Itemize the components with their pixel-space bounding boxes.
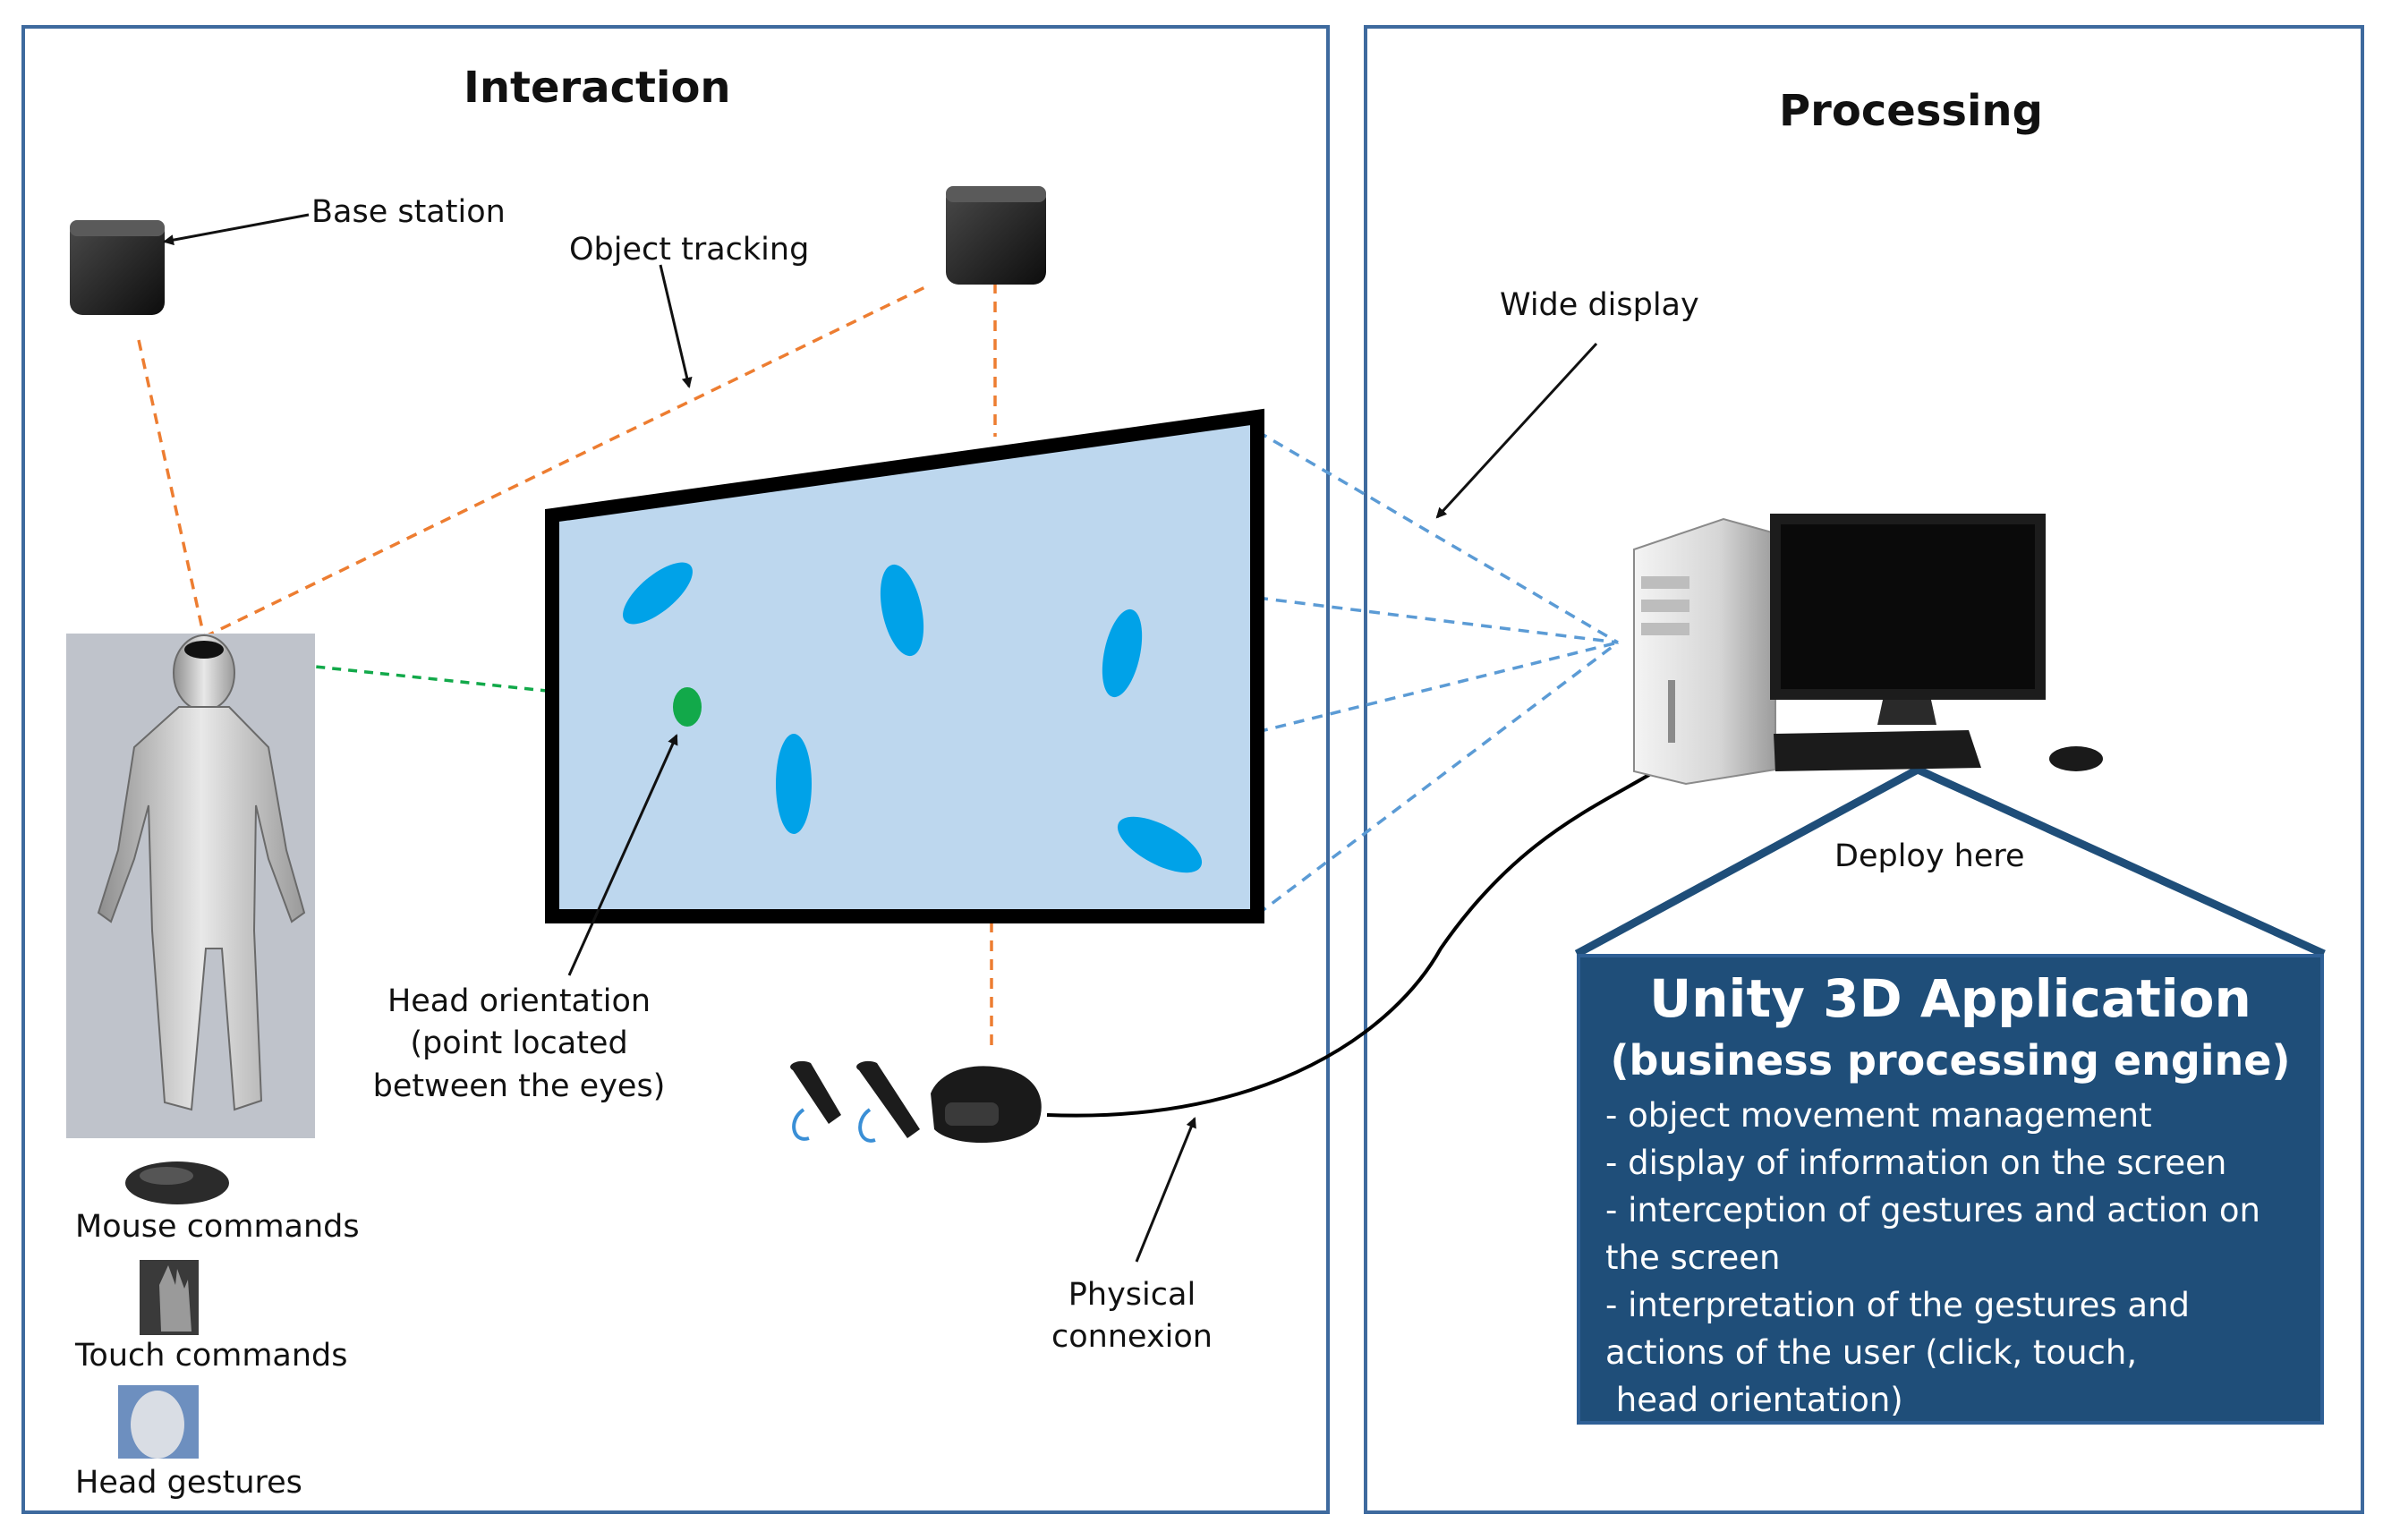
head-orientation-line-3: between the eyes)	[372, 1068, 666, 1104]
unity-feature-item: - object movement management	[1605, 1096, 2152, 1135]
wide-display-label: Wide display	[1500, 287, 1699, 323]
vr-headset-icon	[931, 1066, 1042, 1144]
unity-feature-item: actions of the user (click, touch,	[1605, 1333, 2138, 1372]
unity-subtitle: (business processing engine)	[1610, 1036, 2291, 1085]
physical-connexion-line-2: connexion	[1051, 1319, 1213, 1356]
desktop-computer-icon	[1633, 514, 2103, 786]
unity-application-box: Unity 3D Application (business processin…	[1577, 954, 2324, 1425]
hand-icon	[140, 1260, 199, 1335]
processing-panel	[1364, 25, 2364, 1514]
head-gestures-label: Head gestures	[75, 1465, 302, 1501]
screen-object-1	[623, 562, 693, 625]
head-orientation-label: Head orientation (point located between …	[340, 981, 698, 1108]
mouse-commands-label: Mouse commands	[75, 1209, 360, 1245]
annotation-arrows	[163, 213, 1598, 1263]
gaze-point	[673, 687, 702, 727]
tracking-lines	[137, 283, 997, 1045]
deploy-here-label: Deploy here	[1834, 838, 2025, 874]
head-orientation-line-2: (point located	[410, 1025, 628, 1062]
wide-display-screen	[545, 408, 1264, 923]
display-links	[1255, 430, 1620, 916]
processing-title: Processing	[1779, 86, 2043, 136]
base-station-icon-right	[946, 186, 1046, 285]
head-orientation-line-1: Head orientation	[387, 983, 651, 1019]
unity-feature-item: - display of information on the screen	[1605, 1144, 2227, 1182]
vr-controller-icon	[790, 1060, 920, 1143]
base-station-icon-left	[70, 220, 165, 315]
object-tracking-label: Object tracking	[569, 232, 810, 268]
mouse-icon	[125, 1161, 229, 1204]
unity-feature-list: - object movement management - display o…	[1605, 1092, 2302, 1424]
interaction-title: Interaction	[464, 63, 731, 113]
interaction-panel	[21, 25, 1330, 1514]
screen-objects	[623, 562, 1203, 873]
physical-cable	[1046, 761, 1672, 1118]
unity-feature-item: - interception of gestures and action on	[1605, 1191, 2260, 1229]
unity-feature-item: - interpretation of the gestures and	[1605, 1286, 2190, 1324]
unity-feature-item: the screen	[1605, 1238, 1781, 1277]
base-station-label: Base station	[311, 194, 506, 230]
deploy-triangle	[1574, 764, 2326, 958]
unity-feature-item: head orientation)	[1605, 1381, 1903, 1419]
physical-connexion-label: Physical connexion	[1020, 1274, 1244, 1359]
touch-commands-label: Touch commands	[75, 1338, 348, 1374]
physical-connexion-line-1: Physical	[1068, 1277, 1196, 1313]
head-icon	[118, 1385, 199, 1459]
screen-object-4	[776, 734, 812, 834]
screen-object-3	[1102, 608, 1143, 698]
screen-object-5	[1117, 816, 1203, 873]
screen-object-2	[880, 564, 924, 657]
unity-title: Unity 3D Application	[1649, 968, 2251, 1029]
